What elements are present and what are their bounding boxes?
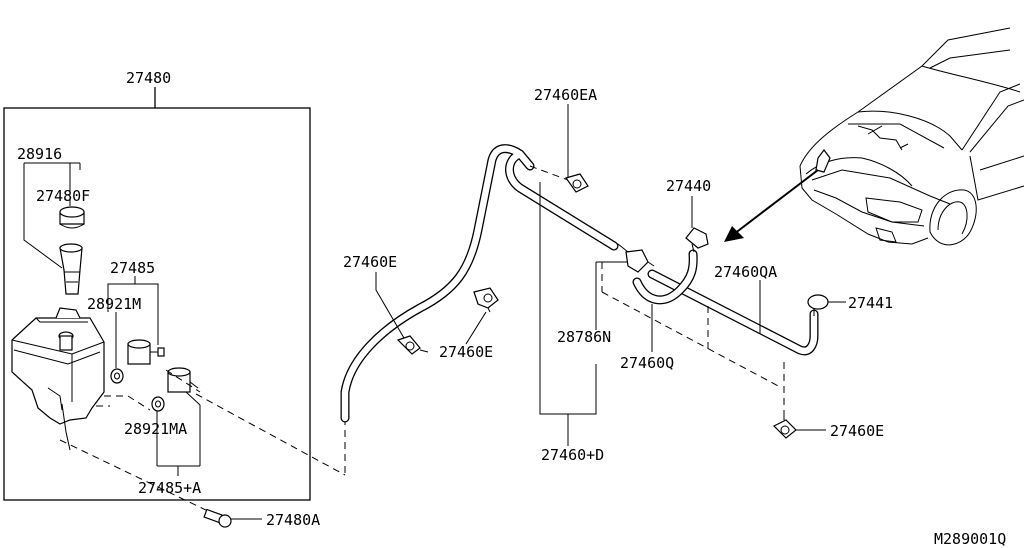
label-27460D: 27460+D — [541, 446, 604, 464]
label-27460Q: 27460Q — [620, 354, 674, 372]
reservoir-leader-lines — [23, 162, 201, 476]
label-28916: 28916 — [17, 145, 62, 163]
diagram-code: M289001Q — [934, 530, 1006, 548]
filler-neck — [59, 243, 83, 295]
washer-hose — [340, 144, 819, 423]
label-27440: 27440 — [666, 177, 711, 195]
label-27485A: 27485+A — [138, 479, 201, 497]
label-27480A: 27480A — [266, 511, 320, 529]
label-leader-lines — [375, 104, 846, 446]
label-27480F: 27480F — [36, 187, 90, 205]
label-27460QA: 27460QA — [714, 263, 777, 281]
hose-route-dashes — [529, 165, 785, 420]
washer-pump-front — [127, 339, 165, 365]
washer-pump-rear — [167, 367, 199, 393]
location-arrow — [724, 169, 819, 242]
label-27460EA: 27460EA — [534, 86, 597, 104]
washer-reservoir-tank — [11, 307, 105, 451]
reservoir-assembly-box — [3, 87, 311, 501]
hose-joint-connector — [617, 243, 655, 273]
filler-cap — [59, 206, 85, 229]
hose-clip-upper — [565, 173, 589, 193]
vehicle-outline — [799, 27, 1024, 246]
mounting-bolt — [203, 508, 262, 528]
label-27460E-left: 27460E — [343, 253, 397, 271]
hose-clip-mid — [473, 287, 499, 313]
label-28921MA: 28921MA — [124, 420, 187, 438]
label-27480: 27480 — [126, 69, 171, 87]
label-27485: 27485 — [110, 259, 155, 277]
label-28786N: 28786N — [557, 328, 611, 346]
label-27441: 27441 — [848, 294, 893, 312]
label-27460E-mid: 27460E — [439, 343, 493, 361]
pump-grommets — [110, 368, 165, 412]
hose-clip-left — [396, 335, 429, 355]
washer-nozzle-27440 — [685, 227, 709, 253]
label-28921M: 28921M — [87, 295, 141, 313]
assembly-dashes — [59, 369, 346, 513]
label-27460E-right: 27460E — [830, 422, 884, 440]
part-labels: 27480 28916 27480F 27485 28921M 28921MA … — [17, 69, 1006, 548]
hose-clip-lower-right — [772, 412, 797, 439]
